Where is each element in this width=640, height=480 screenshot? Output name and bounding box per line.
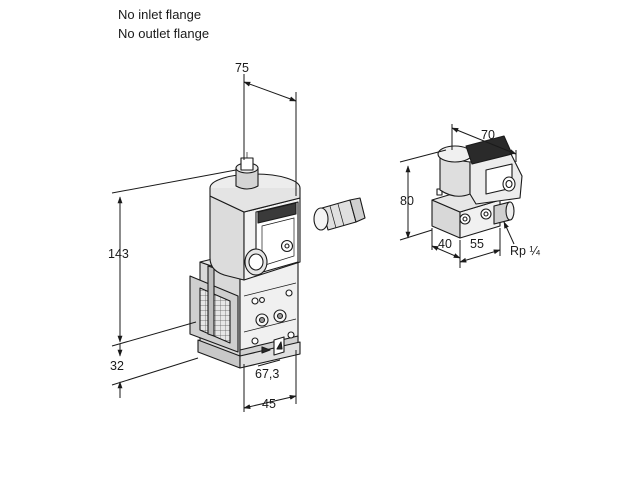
dimension-labels: 75 143 32 67,3 45 70 80 40 55 Rp ¼: [108, 61, 540, 411]
dim-55-label: 55: [470, 237, 484, 251]
main-valve-drawing: [111, 74, 366, 412]
dim-67-3-label: 67,3: [255, 367, 279, 381]
dim-32-label: 32: [110, 359, 124, 373]
dim-75-label: 75: [235, 61, 249, 75]
thread-rp-label: Rp ¼: [510, 244, 540, 258]
small-valve-drawing: [399, 124, 523, 268]
dim-45-label: 45: [262, 397, 276, 411]
dim-70-label: 70: [481, 128, 495, 142]
main-valve-dimensions: [111, 74, 297, 412]
cable-gland: [313, 197, 366, 231]
dim-143-label: 143: [108, 247, 129, 261]
dim-80-label: 80: [400, 194, 414, 208]
no-outlet-flange-note: No outlet flange: [118, 26, 210, 41]
small-valve-body: [431, 135, 523, 239]
main-valve-solenoid: [209, 152, 301, 281]
flow-arrow-icon: [261, 346, 271, 354]
no-inlet-flange-note: No inlet flange: [118, 7, 202, 22]
small-valve-dimensions: [399, 124, 517, 268]
dim-40-label: 40: [438, 237, 452, 251]
